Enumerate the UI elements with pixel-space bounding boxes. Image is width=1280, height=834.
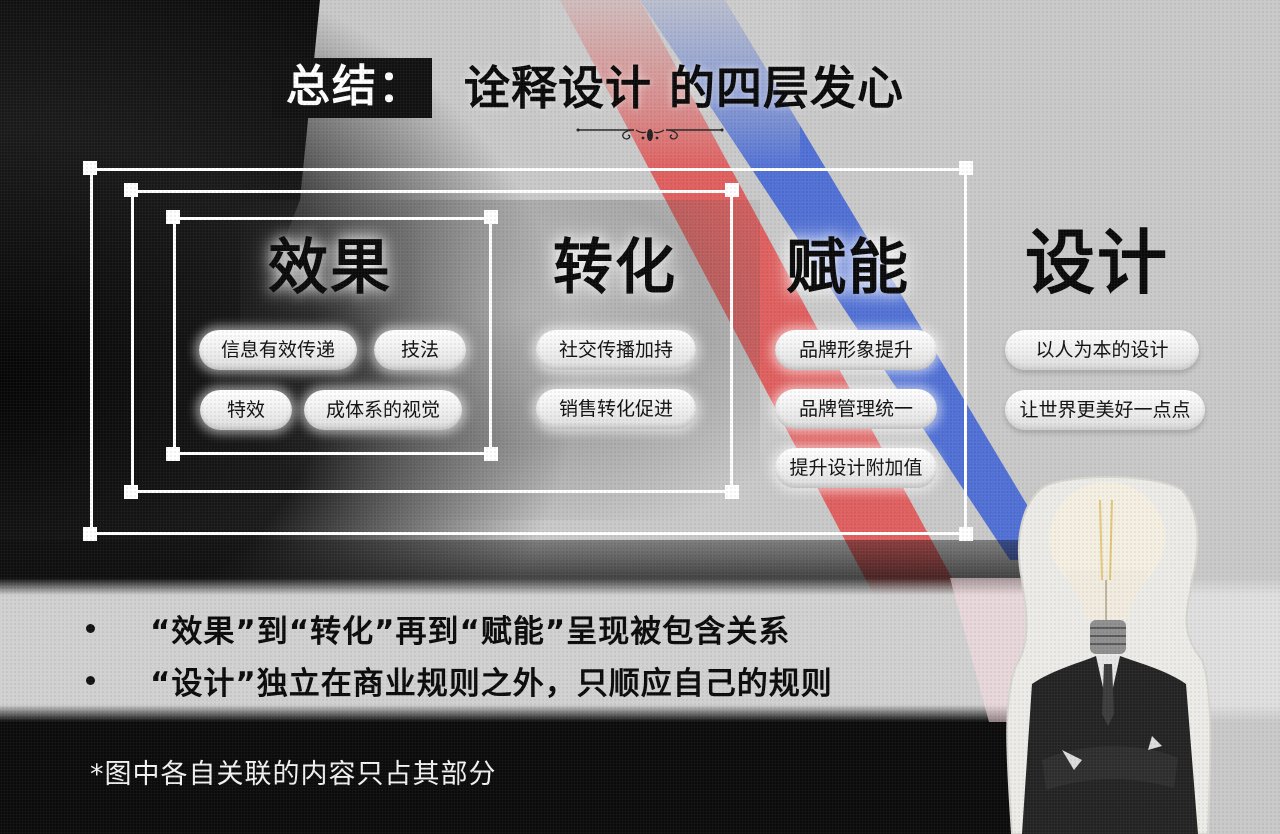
tag-pill[interactable]: 信息有效传递 (199, 330, 357, 370)
tag-pill[interactable]: 社交传播加持 (536, 330, 696, 370)
band-top-fade (540, 0, 800, 170)
frame-corner-handle[interactable] (484, 210, 498, 224)
ornament-divider-icon (576, 128, 724, 141)
lightbulb-man-illustration-icon (1006, 476, 1212, 834)
frame-corner-handle[interactable] (484, 447, 498, 461)
tag-pill[interactable]: 提升设计附加值 (775, 448, 937, 488)
page-title: 总结： 诠释设计 的四层发心 (272, 58, 904, 118)
frame-corner-handle[interactable] (83, 161, 97, 175)
frame-corner-handle[interactable] (124, 485, 138, 499)
frame-conversion-boundary (131, 190, 733, 493)
frame-corner-handle[interactable] (725, 183, 739, 197)
layer-heading-empowerment: 赋能 (786, 233, 910, 303)
frame-corner-handle[interactable] (166, 447, 180, 461)
summary-bullet-text: “设计”独立在商业规则之外，只顺应自己的规则 (150, 666, 833, 702)
layer-heading-conversion: 转化 (553, 233, 677, 303)
frame-corner-handle[interactable] (959, 527, 973, 541)
bullet-dot-icon (86, 676, 95, 685)
summary-bullet-text: “效果”到“转化”再到“赋能”呈现被包含关系 (150, 614, 791, 650)
tag-pill[interactable]: 成体系的视觉 (304, 390, 462, 430)
bullet-dot-icon (86, 624, 95, 633)
layer-heading-design: 设计 (1025, 221, 1169, 304)
tag-pill[interactable]: 技法 (374, 330, 466, 370)
tag-pill[interactable]: 品牌形象提升 (775, 330, 937, 370)
frame-corner-handle[interactable] (166, 210, 180, 224)
tag-pill[interactable]: 销售转化促进 (536, 389, 696, 429)
tag-pill[interactable]: 特效 (200, 390, 292, 430)
frame-design-boundary (90, 168, 967, 535)
summary-bullet: “设计”独立在商业规则之外，只顺应自己的规则 (80, 658, 833, 703)
footnote: *图中各自关联的内容只占其部分 (90, 759, 497, 790)
tag-pill[interactable]: 以人为本的设计 (1005, 330, 1199, 370)
frame-corner-handle[interactable] (725, 485, 739, 499)
frame-corner-handle[interactable] (124, 183, 138, 197)
tag-pill[interactable]: 让世界更美好一点点 (1005, 390, 1205, 430)
title-prefix: 总结： (272, 58, 432, 118)
summary-bullet: “效果”到“转化”再到“赋能”呈现被包含关系 (80, 606, 790, 651)
frame-effect-boundary (173, 217, 492, 455)
layer-heading-effect: 效果 (268, 233, 392, 303)
frame-corner-handle[interactable] (959, 161, 973, 175)
frame-corner-handle[interactable] (83, 527, 97, 541)
tag-pill[interactable]: 品牌管理统一 (775, 389, 937, 429)
title-main: 诠释设计 的四层发心 (464, 61, 905, 115)
